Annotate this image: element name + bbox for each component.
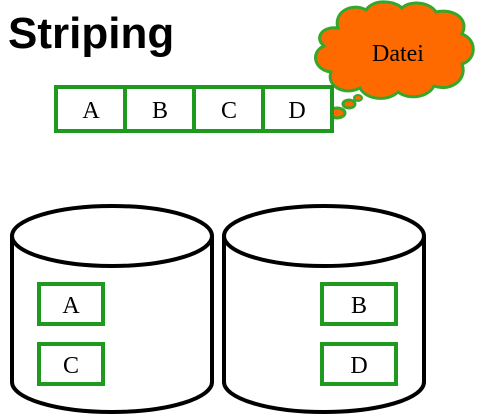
cloud-body: [314, 0, 475, 100]
file-cloud: Datei: [314, 0, 475, 120]
disk-1-block: [37, 282, 105, 326]
disk-2-top: [222, 204, 426, 268]
disk-2: B D: [222, 204, 426, 414]
disk-1-block-label: A: [62, 293, 80, 319]
file-block-label: A: [82, 98, 100, 124]
disk-2-block: [320, 282, 398, 326]
cloud-label: Datei: [372, 41, 424, 67]
disk-1: A C: [10, 204, 214, 414]
cloud-tail-bubble: [353, 94, 363, 102]
cloud-tail-bubble: [341, 98, 357, 110]
disk-2-block: [320, 342, 398, 386]
disk-1-top: [10, 204, 214, 268]
file-block-label: C: [221, 98, 237, 124]
disk-2-block-label: D: [350, 353, 367, 379]
disk-1-block: [37, 342, 105, 386]
disk-2-block-label: B: [351, 293, 367, 319]
slide-title: Striping: [8, 9, 174, 58]
disk-1-block-label: C: [63, 353, 79, 379]
file-block-label: B: [152, 98, 168, 124]
file-block-strip: A B C D: [54, 85, 334, 133]
file-block-label: D: [288, 98, 305, 124]
